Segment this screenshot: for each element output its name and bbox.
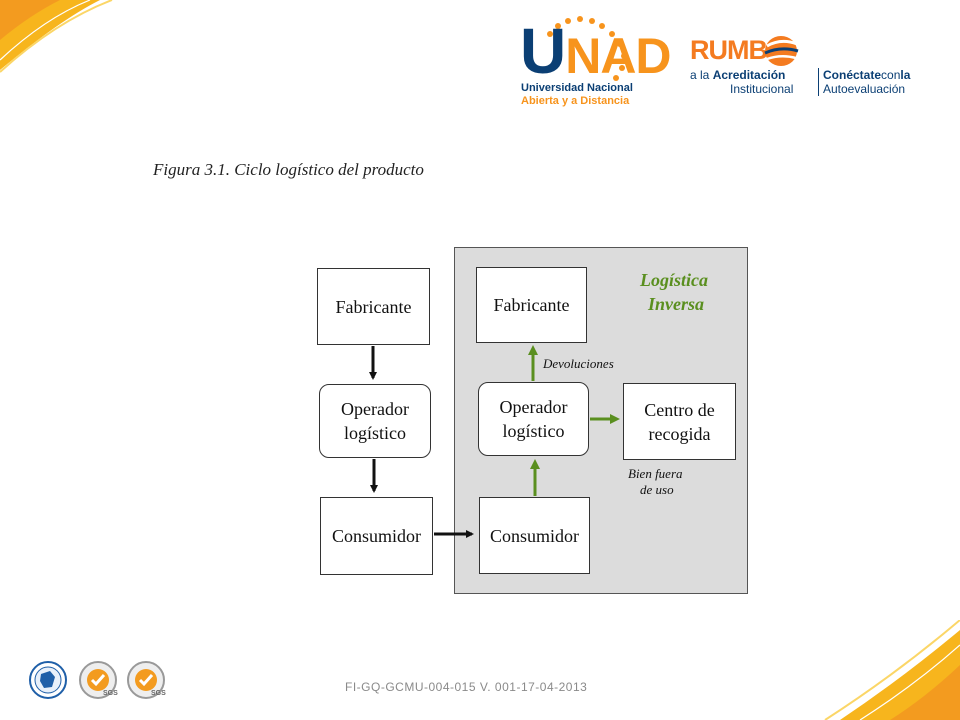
- right-manufacturer-box: Fabricante: [476, 267, 587, 343]
- right-consumer-box: Consumidor: [479, 497, 590, 574]
- left-operator-box: Operador logístico: [319, 384, 431, 458]
- unad-subtitle-line2: Abierta y a Distancia: [521, 95, 630, 107]
- left-consumer-box: Consumidor: [320, 497, 433, 575]
- right-operator-box: Operador logístico: [478, 382, 589, 456]
- iso-certification-icon-2: [127, 661, 165, 699]
- out-of-use-label: Bien fuera de uso: [628, 466, 683, 497]
- rumbo-conectate: Conéctateconla Autoevaluación: [818, 68, 910, 96]
- sgs-label-2: SGS: [151, 690, 166, 697]
- reverse-logistics-label: Logística Inversa: [640, 270, 708, 314]
- rumbo-acreditacion: a la Acreditación Institucional: [690, 68, 794, 96]
- unad-subtitle: Universidad Nacional Abierta y a Distanc…: [521, 82, 633, 108]
- figure-caption: Figura 3.1. Ciclo logístico del producto: [153, 160, 424, 179]
- colombia-seal-icon: [29, 661, 67, 699]
- left-manufacturer-box: Fabricante: [317, 268, 430, 345]
- unad-wordmark: UNAD: [520, 15, 672, 87]
- sgs-label-1: SGS: [103, 690, 118, 697]
- unad-subtitle-line1: Universidad Nacional: [521, 82, 633, 94]
- document-code: FI-GQ-GCMU-004-015 V. 001-17-04-2013: [345, 680, 588, 694]
- unad-dots-ring: [547, 16, 627, 81]
- iso-certification-icon-1: [79, 661, 117, 699]
- collection-center-box: Centro de recogida: [623, 383, 736, 460]
- bottom-right-corner-decoration: [824, 620, 960, 720]
- returns-label: Devoluciones: [543, 356, 614, 371]
- rumbo-wordmark: RUMB: [690, 35, 768, 65]
- top-left-corner-decoration: [0, 0, 113, 73]
- rumbo-globe-icon: [764, 36, 799, 66]
